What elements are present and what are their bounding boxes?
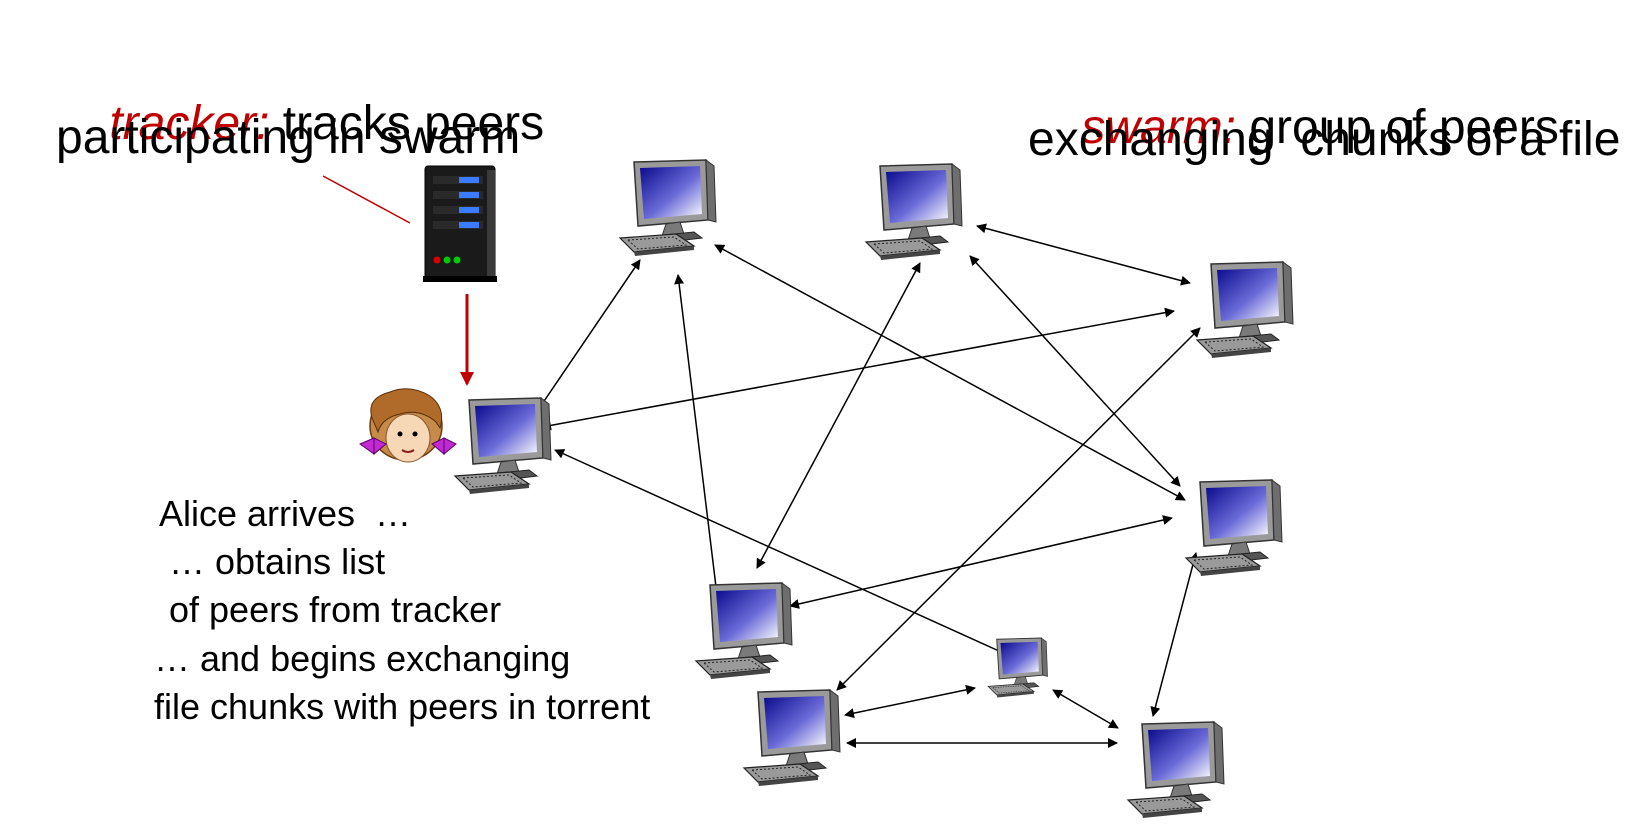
- tracker-term: tracker:: [109, 97, 270, 150]
- tracker-caption-line1: tracker: tracks peers: [56, 52, 544, 196]
- alice-caption-line: Alice arrives …: [159, 493, 412, 534]
- computer-icon: [865, 163, 963, 261]
- connection-arrow: [714, 244, 1186, 501]
- connection-arrow: [537, 259, 641, 411]
- alice-caption-line: … obtains list: [159, 541, 386, 582]
- tracker-connector-line: [322, 175, 411, 224]
- computer-icon: [987, 637, 1049, 698]
- computer-icon: [1127, 721, 1225, 819]
- alice-avatar-icon: [358, 388, 457, 463]
- connection-arrow: [969, 255, 1181, 487]
- computer-icon: [619, 159, 717, 257]
- connection-arrow: [789, 515, 1173, 609]
- swarm-description: group of peers: [1236, 101, 1559, 154]
- computer-icon: [695, 582, 793, 680]
- connection-arrow: [554, 449, 1011, 657]
- alice-caption-line: of peers from tracker: [159, 589, 502, 630]
- peer-connections: [537, 223, 1201, 748]
- swarm-caption-line2: exchanging chunks of a file: [1028, 113, 1621, 166]
- connection-arrow: [836, 327, 1201, 691]
- swarm-term: swarm:: [1081, 101, 1237, 154]
- alice-caption-line: … and begins exchanging: [154, 638, 571, 679]
- connection-arrow: [976, 223, 1191, 286]
- connection-arrow: [541, 307, 1175, 431]
- swarm-caption-line1: swarm: group of peers: [1028, 56, 1559, 200]
- connection-arrow: [844, 684, 976, 719]
- computer-icon: [1196, 261, 1294, 359]
- connection-arrow: [674, 274, 721, 596]
- alice-caption-line: file chunks with peers in torrent: [154, 686, 651, 727]
- connection-arrow: [1052, 689, 1119, 729]
- computer-icon: [454, 397, 552, 495]
- tracker-description: tracks peers: [269, 97, 545, 150]
- computer-icon: [743, 689, 841, 787]
- connection-arrow: [756, 262, 921, 569]
- server-icon: [423, 165, 497, 282]
- connection-arrow: [1150, 552, 1199, 717]
- computer-icon: [1185, 479, 1283, 577]
- tracker-caption-line2: participating in swarm: [56, 111, 521, 164]
